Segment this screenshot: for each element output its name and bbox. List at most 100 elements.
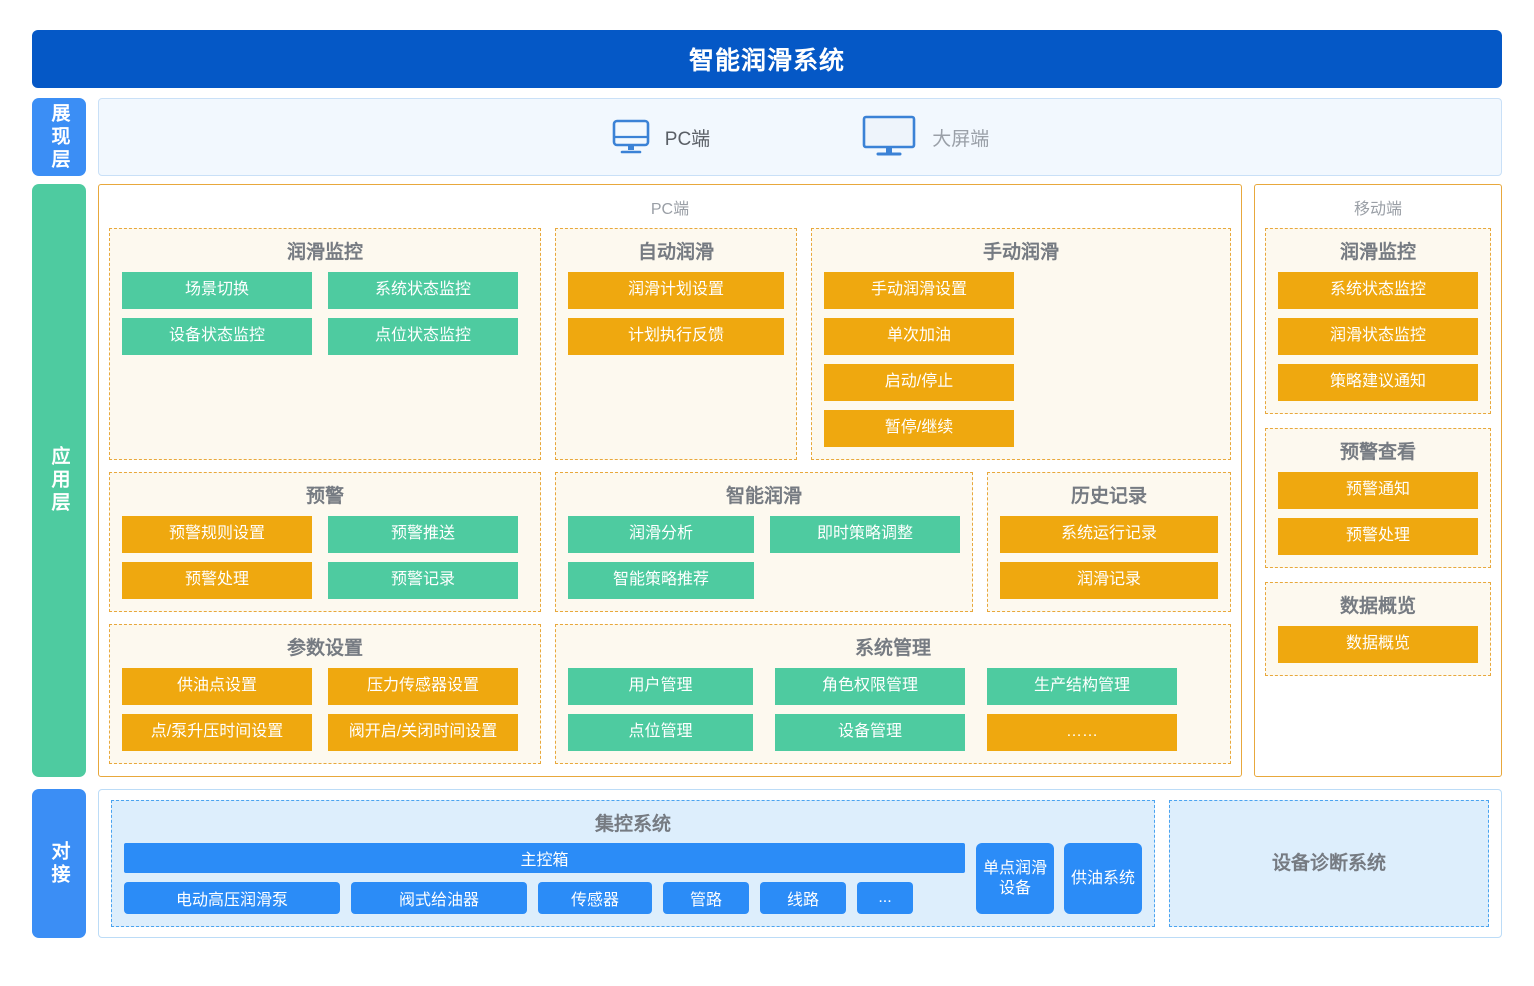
chip-valve-oiler[interactable]: 阀式给油器	[351, 882, 527, 914]
chip-device-more[interactable]: ...	[857, 882, 913, 914]
desktop-monitor-icon	[611, 119, 651, 155]
chip-grid: 预警规则设置 预警推送 预警处理 预警记录	[122, 516, 528, 599]
group-manual-lubrication: 手动润滑 手动润滑设置 单次加油 启动/停止 暂停/继续	[811, 228, 1231, 460]
group-auto-lubrication: 自动润滑 润滑计划设置 计划执行反馈	[555, 228, 797, 460]
large-screen-icon	[860, 115, 918, 159]
chip-system-status-monitor[interactable]: 系统状态监控	[328, 272, 518, 309]
group-title: 历史记录	[1070, 486, 1147, 507]
docking-panel: 集控系统 主控箱 电动高压润滑泵 阀式给油器 传感器 管路 线路 ...	[98, 789, 1502, 938]
chip-grid: 场景切换 系统状态监控 设备状态监控 点位状态监控	[122, 272, 528, 355]
mobile-panel: 移动端 润滑监控 系统状态监控 润滑状态监控 策略建议通知 预警查看 预警通知 …	[1254, 184, 1502, 777]
presentation-panel: PC端 大屏端	[98, 98, 1502, 176]
chip-grid-spacer	[770, 562, 960, 599]
pc-panel-caption: PC端	[650, 201, 690, 218]
terminal-large-screen[interactable]: 大屏端	[860, 115, 989, 159]
chip-grid: 用户管理 角色权限管理 生产结构管理 点位管理 设备管理 ……	[568, 668, 1218, 751]
diagnostic-system-title: 设备诊断系统	[1271, 853, 1386, 874]
chip-role-permission-management[interactable]: 角色权限管理	[775, 668, 965, 705]
chip-user-management[interactable]: 用户管理	[568, 668, 753, 705]
group-title: 预警查看	[1339, 442, 1416, 463]
group-mobile-data-overview: 数据概览 数据概览	[1265, 582, 1491, 676]
chip-single-point-lubrication-device[interactable]: 单点润滑设备	[976, 843, 1054, 914]
chip-plan-execution-feedback[interactable]: 计划执行反馈	[568, 318, 784, 355]
chip-device-status-monitor[interactable]: 设备状态监控	[122, 318, 312, 355]
chip-mobile-lubrication-status-monitor[interactable]: 润滑状态监控	[1278, 318, 1478, 355]
presentation-layer-row: 展现层 PC端	[32, 98, 1502, 176]
chip-more[interactable]: ……	[987, 714, 1177, 751]
chip-scene-switch[interactable]: 场景切换	[122, 272, 312, 309]
chip-point-management[interactable]: 点位管理	[568, 714, 753, 751]
chip-warning-push[interactable]: 预警推送	[328, 516, 518, 553]
chip-grid: 系统运行记录 润滑记录	[1000, 516, 1218, 599]
chip-grid: 润滑分析 即时策略调整 智能策略推荐	[568, 516, 960, 599]
group-title: 手动润滑	[982, 242, 1059, 263]
central-control-columns: 主控箱 电动高压润滑泵 阀式给油器 传感器 管路 线路 ... 单点润滑设备 供…	[124, 843, 1142, 914]
group-smart-lubrication: 智能润滑 润滑分析 即时策略调整 智能策略推荐	[555, 472, 973, 612]
group-parameter-setting: 参数设置 供油点设置 压力传感器设置 点/泵升压时间设置 阀开启/关闭时间设置	[109, 624, 541, 764]
group-title: 参数设置	[286, 638, 363, 659]
main-control-box[interactable]: 主控箱	[124, 843, 965, 873]
chip-grid: 润滑计划设置 计划执行反馈	[568, 272, 784, 355]
group-system-management: 系统管理 用户管理 角色权限管理 生产结构管理 点位管理 设备管理 ……	[555, 624, 1231, 764]
group-title: 数据概览	[1339, 596, 1416, 617]
group-title: 预警	[305, 486, 344, 507]
chip-system-run-record[interactable]: 系统运行记录	[1000, 516, 1218, 553]
chip-oil-supply-system[interactable]: 供油系统	[1064, 843, 1142, 914]
chip-grid: 预警通知 预警处理	[1278, 472, 1478, 555]
chip-circuit[interactable]: 线路	[760, 882, 846, 914]
pc-group-row-2: 预警 预警规则设置 预警推送 预警处理 预警记录 智能润滑 润滑分析 即时策略调…	[109, 472, 1231, 612]
chip-pipeline[interactable]: 管路	[663, 882, 749, 914]
chip-lubrication-plan-setting[interactable]: 润滑计划设置	[568, 272, 784, 309]
chip-grid: 供油点设置 压力传感器设置 点/泵升压时间设置 阀开启/关闭时间设置	[122, 668, 528, 751]
chip-electric-high-pressure-pump[interactable]: 电动高压润滑泵	[124, 882, 340, 914]
chip-lubrication-analysis[interactable]: 润滑分析	[568, 516, 754, 553]
mobile-panel-caption: 移动端	[1353, 201, 1402, 218]
chip-oil-supply-point-setting[interactable]: 供油点设置	[122, 668, 312, 705]
chip-valve-open-close-time-setting[interactable]: 阀开启/关闭时间设置	[328, 714, 518, 751]
chip-mobile-warning-notice[interactable]: 预警通知	[1278, 472, 1478, 509]
central-control-system-box: 集控系统 主控箱 电动高压润滑泵 阀式给油器 传感器 管路 线路 ...	[111, 800, 1155, 927]
terminal-large-screen-label: 大屏端	[932, 128, 990, 150]
chip-mobile-warning-handling[interactable]: 预警处理	[1278, 518, 1478, 555]
chip-mobile-strategy-advice-notice[interactable]: 策略建议通知	[1278, 364, 1478, 401]
terminal-pc[interactable]: PC端	[611, 119, 710, 155]
diagnostic-system-box: 设备诊断系统	[1169, 800, 1489, 927]
chip-production-structure-management[interactable]: 生产结构管理	[987, 668, 1177, 705]
chip-point-pump-pressure-time-setting[interactable]: 点/泵升压时间设置	[122, 714, 312, 751]
application-body: PC端 润滑监控 场景切换 系统状态监控 设备状态监控 点位状态监控 自动润滑	[98, 184, 1502, 777]
group-early-warning: 预警 预警规则设置 预警推送 预警处理 预警记录	[109, 472, 541, 612]
chip-manual-lubrication-setting[interactable]: 手动润滑设置	[824, 272, 1014, 309]
pc-group-row-1: 润滑监控 场景切换 系统状态监控 设备状态监控 点位状态监控 自动润滑 润滑计划…	[109, 228, 1231, 460]
chip-lubrication-record[interactable]: 润滑记录	[1000, 562, 1218, 599]
terminal-pc-label: PC端	[664, 128, 711, 150]
chip-smart-strategy-recommend[interactable]: 智能策略推荐	[568, 562, 754, 599]
pc-group-row-3: 参数设置 供油点设置 压力传感器设置 点/泵升压时间设置 阀开启/关闭时间设置 …	[109, 624, 1231, 764]
docking-layer-row: 对接 集控系统 主控箱 电动高压润滑泵 阀式给油器 传感器 管路 线路 ...	[32, 789, 1502, 938]
group-title: 润滑监控	[286, 242, 363, 263]
chip-warning-handling[interactable]: 预警处理	[122, 562, 312, 599]
chip-start-stop[interactable]: 启动/停止	[824, 364, 1014, 401]
group-title: 润滑监控	[1339, 242, 1416, 263]
chip-mobile-data-overview[interactable]: 数据概览	[1278, 626, 1478, 663]
chip-point-status-monitor[interactable]: 点位状态监控	[328, 318, 518, 355]
application-layer-row: 应用层 PC端 润滑监控 场景切换 系统状态监控 设备状态监控 点位状态监控	[32, 184, 1502, 777]
chip-realtime-strategy-adjust[interactable]: 即时策略调整	[770, 516, 960, 553]
group-lubrication-monitoring: 润滑监控 场景切换 系统状态监控 设备状态监控 点位状态监控	[109, 228, 541, 460]
chip-grid: 数据概览	[1278, 626, 1478, 663]
chip-device-management[interactable]: 设备管理	[775, 714, 965, 751]
group-title: 智能润滑	[725, 486, 802, 507]
chip-sensor[interactable]: 传感器	[538, 882, 652, 914]
central-control-left: 主控箱 电动高压润滑泵 阀式给油器 传感器 管路 线路 ...	[124, 843, 965, 914]
chip-single-oiling[interactable]: 单次加油	[824, 318, 1014, 355]
group-history-record: 历史记录 系统运行记录 润滑记录	[987, 472, 1231, 612]
chip-grid: 系统状态监控 润滑状态监控 策略建议通知	[1278, 272, 1478, 401]
chip-warning-rule-setting[interactable]: 预警规则设置	[122, 516, 312, 553]
chip-mobile-system-status-monitor[interactable]: 系统状态监控	[1278, 272, 1478, 309]
pc-panel: PC端 润滑监控 场景切换 系统状态监控 设备状态监控 点位状态监控 自动润滑	[98, 184, 1242, 777]
group-title: 自动润滑	[637, 242, 714, 263]
layer-tag-docking: 对接	[32, 789, 86, 938]
chip-warning-record[interactable]: 预警记录	[328, 562, 518, 599]
chip-pressure-sensor-setting[interactable]: 压力传感器设置	[328, 668, 518, 705]
chip-pause-resume[interactable]: 暂停/继续	[824, 410, 1014, 447]
